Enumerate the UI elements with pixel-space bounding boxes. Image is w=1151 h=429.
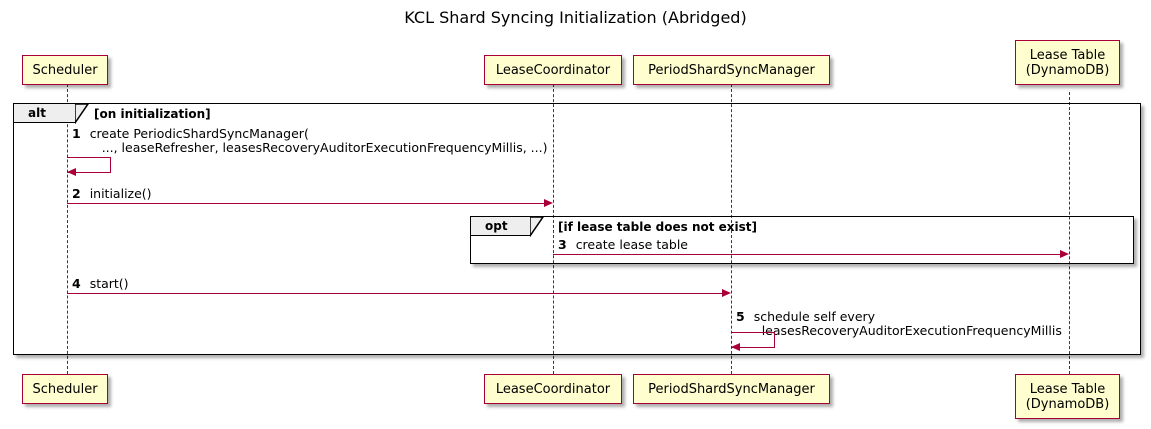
opt-frame-tab-corner: [530, 217, 544, 237]
opt-frame-tab: opt: [471, 217, 531, 236]
participant-leasecoordinator-top-label: LeaseCoordinator: [495, 62, 611, 78]
participant-scheduler-top-label: Scheduler: [32, 62, 98, 78]
lifeline-leasecoordinator: [553, 84, 554, 374]
participant-scheduler-bottom[interactable]: Scheduler: [22, 374, 108, 404]
page-title: KCL Shard Syncing Initialization (Abridg…: [404, 8, 747, 27]
message-1-label: 1 create PeriodicShardSyncManager( ..., …: [72, 127, 547, 155]
alt-frame-keyword: alt: [28, 106, 46, 120]
message-1-arrowhead: [67, 168, 76, 176]
message-4-label: 4 start(): [72, 277, 129, 291]
participant-lease-table-top-label-line-2: (DynamoDB): [1025, 62, 1110, 78]
opt-frame-guard: [if lease table does not exist]: [558, 220, 758, 234]
participant-lease-table-bottom-label-line-1: Lease Table: [1029, 381, 1106, 397]
participant-scheduler-bottom-label: Scheduler: [32, 381, 98, 397]
message-3-line: [553, 254, 1061, 255]
participant-periodshardsyncmanager-top[interactable]: PeriodShardSyncManager: [633, 55, 830, 85]
participant-periodshardsyncmanager-top-label: PeriodShardSyncManager: [648, 62, 815, 78]
message-5-label: 5 schedule self every leasesRecoveryAudi…: [736, 310, 1062, 338]
message-1-self-loop: [67, 157, 111, 173]
message-2-label: 2 initialize(): [72, 187, 152, 201]
lifeline-lease-table: [1069, 92, 1070, 374]
message-4-arrowhead: [722, 289, 731, 297]
participant-leasecoordinator-bottom-label: LeaseCoordinator: [495, 381, 611, 397]
message-4-text: start(): [89, 276, 129, 291]
message-2-number: 2: [72, 186, 81, 201]
lifeline-periodshardsyncmanager: [731, 84, 732, 374]
message-3-text: create lease table: [575, 237, 688, 252]
alt-frame-tab-corner: [75, 104, 89, 124]
message-5-text-line-2: leasesRecoveryAuditorExecutionFrequencyM…: [761, 323, 1062, 338]
message-4-number: 4: [72, 276, 81, 291]
participant-scheduler-top[interactable]: Scheduler: [22, 55, 108, 85]
message-2-arrowhead: [544, 199, 553, 207]
message-5-self-loop: [731, 332, 775, 348]
message-5-arrowhead: [731, 343, 740, 351]
participant-leasecoordinator-bottom[interactable]: LeaseCoordinator: [484, 374, 622, 404]
alt-frame-guard: [on initialization]: [94, 107, 211, 121]
participant-periodshardsyncmanager-bottom-label: PeriodShardSyncManager: [648, 381, 815, 397]
participant-lease-table-top-label-line-1: Lease Table: [1029, 47, 1106, 63]
alt-frame-tab: alt: [14, 104, 76, 123]
participant-leasecoordinator-top[interactable]: LeaseCoordinator: [484, 55, 622, 85]
participant-periodshardsyncmanager-bottom[interactable]: PeriodShardSyncManager: [633, 374, 830, 404]
participant-lease-table-bottom-label-line-2: (DynamoDB): [1025, 396, 1110, 412]
message-5-number: 5: [736, 309, 745, 324]
message-1-text-line-2: ..., leaseRefresher, leasesRecoveryAudit…: [101, 140, 548, 155]
participant-lease-table-bottom[interactable]: Lease Table (DynamoDB): [1015, 374, 1120, 419]
message-2-text: initialize(): [89, 186, 152, 201]
opt-frame-keyword: opt: [485, 219, 508, 233]
message-4-line: [67, 293, 723, 294]
message-2-line: [67, 203, 545, 204]
alt-frame: [13, 103, 1141, 355]
lifeline-scheduler: [67, 84, 68, 374]
participant-lease-table-top[interactable]: Lease Table (DynamoDB): [1015, 40, 1120, 85]
message-5-text-line-1: schedule self every: [753, 309, 876, 324]
opt-frame: [470, 216, 1134, 264]
message-3-arrowhead: [1060, 250, 1069, 258]
message-3-label: 3 create lease table: [558, 238, 688, 252]
message-1-text-line-1: create PeriodicShardSyncManager(: [89, 126, 309, 141]
message-3-number: 3: [558, 237, 567, 252]
message-1-number: 1: [72, 126, 81, 141]
